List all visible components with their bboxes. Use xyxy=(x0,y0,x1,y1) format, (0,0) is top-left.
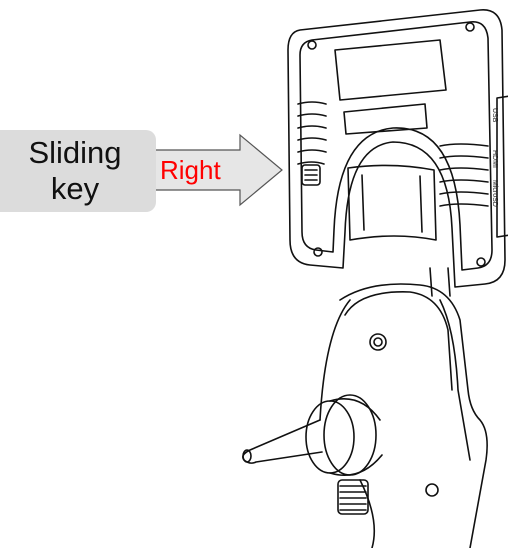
direction-label: Right xyxy=(160,155,221,185)
port-label-microsd: MicroSD xyxy=(491,180,498,207)
screw-top-right xyxy=(465,22,475,32)
port-label-hdmi: HDMI xyxy=(491,150,498,168)
port-strip xyxy=(496,95,508,238)
screw-bottom-right xyxy=(476,257,486,267)
monitor-body xyxy=(287,9,506,288)
sliding-key-callout: Sliding key xyxy=(0,130,156,212)
focus-wheel xyxy=(337,479,369,515)
round-button xyxy=(369,333,387,351)
callout-line-1: Sliding xyxy=(28,135,122,170)
callout-line-2: key xyxy=(50,171,100,206)
sliding-key xyxy=(301,164,321,186)
monitor-bezel xyxy=(299,21,493,271)
screw-top-left xyxy=(307,40,317,50)
port-label-usb: USB xyxy=(491,108,498,123)
handle-body xyxy=(339,283,488,548)
direction-arrow xyxy=(149,133,283,207)
screw-bottom-left xyxy=(313,247,323,257)
display-window xyxy=(334,39,447,101)
